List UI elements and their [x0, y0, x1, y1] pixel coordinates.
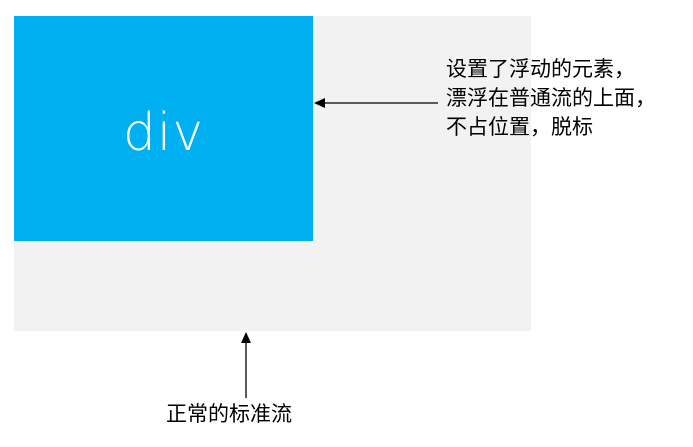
float-annotation: 设置了浮动的元素， 漂浮在普通流的上面， 不占位置，脱标	[446, 55, 691, 142]
floated-div-label: div	[122, 102, 205, 163]
normal-flow-arrow	[241, 332, 251, 398]
float-annotation-line: 漂浮在普通流的上面，	[446, 86, 656, 110]
normal-flow-label: 正常的标准流	[166, 402, 292, 426]
floated-div-box: div	[14, 16, 313, 241]
float-annotation-line: 不占位置，脱标	[446, 115, 593, 139]
float-annotation-line: 设置了浮动的元素，	[446, 57, 635, 81]
